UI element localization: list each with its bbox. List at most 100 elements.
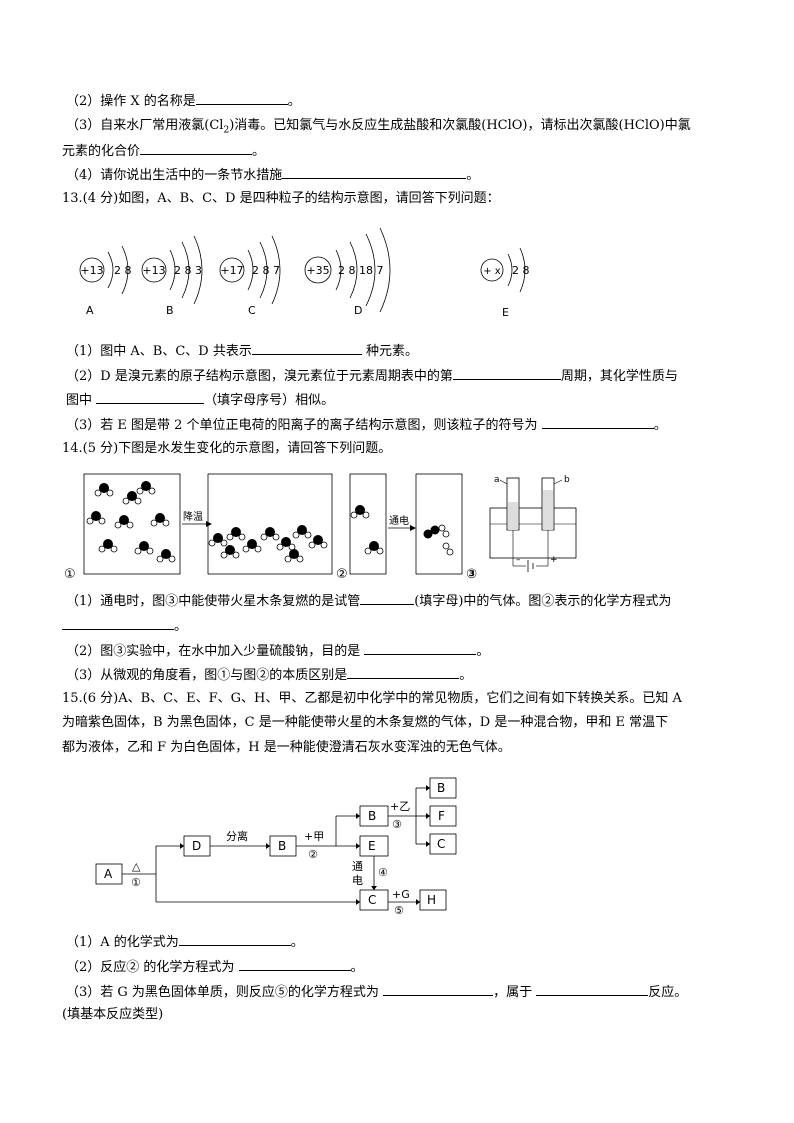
q13-part3: （3）若 E 图是带 2 个单位正电荷的阳离子的离子结构示意图，则该粒子的符号为… [66, 415, 667, 435]
q12-part2-text: （2）操作 X 的名称是 [66, 94, 196, 109]
answer-blank[interactable] [195, 91, 288, 105]
shell-electrons: 2 8 18 7 [338, 264, 383, 277]
period: 。 [174, 619, 188, 634]
answer-blank[interactable] [62, 616, 174, 630]
atom-label: C [248, 304, 256, 317]
q13-title: 13.(4 分)如图，A、B、C、D 是四种粒子的结构示意图，请回答下列问题： [62, 191, 500, 206]
add-yi-label: +乙 [390, 800, 410, 813]
q13-part2-cont-tail: （填字母序号）相似。 [204, 393, 335, 408]
period: 。 [476, 644, 490, 659]
answer-blank[interactable] [360, 591, 415, 605]
figure-label: ② [336, 567, 348, 582]
q14-part2: （2）图③实验中，在水中加入少量硫酸钠，目的是 。 [66, 641, 489, 661]
q13-part1-tail: 种元素。 [366, 344, 419, 359]
transformation-diagram: A D B B E C H B F C [95, 777, 457, 917]
q13-part2-cont-text: 图中 [66, 393, 93, 408]
electrolysis-after-box [415, 473, 463, 575]
shell-electrons: 2 8 [114, 264, 132, 277]
battery-plus: + [550, 555, 558, 565]
node-h: H [427, 893, 436, 907]
atom-a: +13 2 8 A [79, 245, 132, 317]
q13-part2-tail: 周期，其化学性质与 [560, 369, 678, 384]
q12-part4: （4）请你说出生活中的一条节水措施。 [66, 165, 479, 185]
electrolysis-label-bottom: 电 [352, 874, 363, 887]
q14-part1-text: （1）通电时，图③中能使带火星木条复燃的是试管 [66, 594, 361, 609]
electrolysis-label-top: 通 [352, 860, 363, 873]
q14-part3: （3）从微观的角度看，图①与图②的本质区别是 。 [66, 665, 472, 685]
node-d: D [192, 839, 201, 853]
separation-label: 分离 [226, 829, 248, 843]
atom-label: B [166, 304, 174, 317]
liquid-box [207, 473, 333, 575]
tube-b-label: b [564, 475, 570, 485]
q15-part2-text: （2）反应② 的化学方程式为 [66, 960, 235, 975]
q14-part2-text: （2）图③实验中，在水中加入少量硫酸钠，目的是 [66, 644, 361, 659]
period: 。 [290, 935, 304, 950]
period: 。 [459, 668, 473, 683]
water-change-figure: ① 降温 ② 通电 ③ a b – + [64, 473, 577, 582]
reaction-5-label: ⑤ [394, 904, 404, 917]
answer-blank[interactable] [364, 641, 477, 655]
q12-part3-cont: 元素的化合价。 [62, 141, 265, 161]
arrow-label-electrolysis: 通电 [389, 514, 409, 527]
nucleus-label: +35 [306, 264, 329, 277]
q12-part3-text-b: )消毒。已知氯气与水反应生成盐酸和次氯酸(HClO)，请标出次氯酸(HClO)中… [229, 118, 691, 133]
ion-e: + x 2 8 E [480, 247, 530, 319]
heat-symbol: △ [132, 860, 141, 873]
figure-label: ③ [466, 567, 477, 582]
q13-part2: （2）D 是溴元素的原子结构示意图，溴元素位于元素周期表中的第 周期，其化学性质与 [66, 366, 678, 386]
atom-structure-figure: +13 2 8 A +13 2 8 3 B +17 2 8 7 C +35 2 … [79, 227, 530, 319]
answer-blank[interactable] [96, 390, 205, 404]
atom-c: +17 2 8 7 C [219, 235, 281, 317]
reaction-3-label: ③ [392, 818, 402, 831]
atom-label: E [502, 306, 509, 319]
reaction-2-label: ② [308, 848, 318, 861]
q12-part2: （2）操作 X 的名称是。 [66, 91, 301, 111]
q12-part3-text-a: （3）自来水厂常用液氯(Cl [66, 118, 224, 133]
q14-title: 14.(5 分)下图是水发生变化的示意图，请回答下列问题。 [62, 441, 392, 456]
shell-electrons: 2 8 3 [174, 264, 202, 277]
q15-text-line1: 15.(6 分)A、B、C、E、F、G、H、甲、乙都是初中化学中的常见物质，它们… [62, 691, 682, 706]
answer-blank[interactable] [541, 415, 654, 429]
atom-d: +35 2 8 18 7 D [304, 227, 391, 317]
subscript: 2 [223, 125, 230, 136]
answer-blank[interactable] [238, 957, 351, 971]
node-b-second: B [368, 809, 376, 823]
q13-part3-text: （3）若 E 图是带 2 个单位正电荷的阳离子的离子结构示意图，则该粒子的符号为 [66, 418, 538, 433]
nucleus-label: +13 [80, 264, 103, 277]
answer-blank[interactable] [140, 141, 253, 155]
answer-blank[interactable] [536, 982, 649, 996]
shell-electrons: 2 8 [512, 264, 530, 277]
answer-blank[interactable] [282, 165, 467, 179]
electrolysis-before-box [349, 473, 387, 575]
period: 。 [350, 960, 364, 975]
q13-part2-text: （2）D 是溴元素的原子结构示意图，溴元素位于元素周期表中的第 [66, 369, 453, 384]
arrow-label-cooling: 降温 [183, 510, 203, 523]
gas-box [83, 473, 181, 575]
node-a: A [104, 867, 113, 881]
add-jia-label: +甲 [304, 830, 324, 843]
add-g-label: +G [392, 888, 410, 901]
tube-a-label: a [494, 475, 500, 485]
node-e: E [368, 839, 376, 853]
answer-blank[interactable] [178, 932, 291, 946]
answer-blank[interactable] [347, 665, 460, 679]
node-f: F [438, 809, 445, 823]
answer-blank[interactable] [452, 366, 561, 380]
q13-part2-cont: 图中 （填字母序号）相似。 [66, 390, 334, 410]
q15-part3-mid: ，属于 [493, 985, 533, 1000]
nucleus-label: + x [483, 266, 501, 277]
q15-part1: （1）A 的化学式为。 [66, 932, 304, 952]
answer-blank[interactable] [383, 982, 494, 996]
answer-blank[interactable] [251, 341, 362, 355]
reaction-4-label: ④ [378, 866, 388, 879]
node-b: B [278, 839, 286, 853]
q13-part1: （1）图中 A、B、C、D 共表示 种元素。 [66, 341, 418, 361]
battery-minus: – [516, 555, 521, 565]
q14-part3-text: （3）从微观的角度看，图①与图②的本质区别是 [66, 668, 348, 683]
q14-part1: （1）通电时，图③中能使带火星木条复燃的是试管(填字母)中的气体。图②表示的化学… [66, 591, 671, 611]
q12-part3: （3）自来水厂常用液氯(Cl2)消毒。已知氯气与水反应生成盐酸和次氯酸(HClO… [66, 117, 691, 140]
node-c-output: C [437, 837, 445, 851]
atom-b: +13 2 8 3 B [141, 235, 203, 317]
q14-part1-cont: 。 [62, 616, 187, 636]
